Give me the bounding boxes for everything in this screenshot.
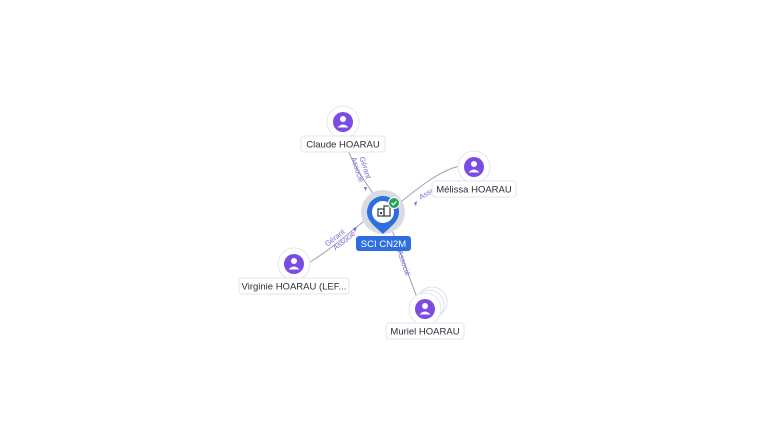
person-name: Claude HOARAU: [306, 140, 380, 151]
arrow-icon: [364, 187, 367, 191]
check-badge-icon: [388, 197, 400, 209]
arrow-icon: [353, 227, 357, 232]
person-name: Virginie HOARAU (LEF...: [242, 282, 347, 293]
company-name: SCI CN2M: [361, 239, 406, 250]
person-node-muriel[interactable]: Muriel HOARAU: [385, 286, 465, 340]
role-label: Associé: [395, 249, 412, 277]
person-node-virginie[interactable]: Virginie HOARAU (LEF...: [238, 247, 350, 295]
edge-muriel: [389, 224, 419, 301]
person-name: Muriel HOARAU: [390, 327, 459, 338]
building-icon: [377, 205, 391, 217]
edge-virginie: [309, 217, 369, 263]
person-node-melissa[interactable]: Mélissa HOARAU: [431, 150, 517, 198]
arrow-icon: [414, 201, 417, 206]
person-name: Mélissa HOARAU: [436, 185, 512, 196]
person-node-claude[interactable]: Claude HOARAU: [300, 105, 386, 153]
company-node-center[interactable]: SCI CN2M: [356, 190, 411, 251]
